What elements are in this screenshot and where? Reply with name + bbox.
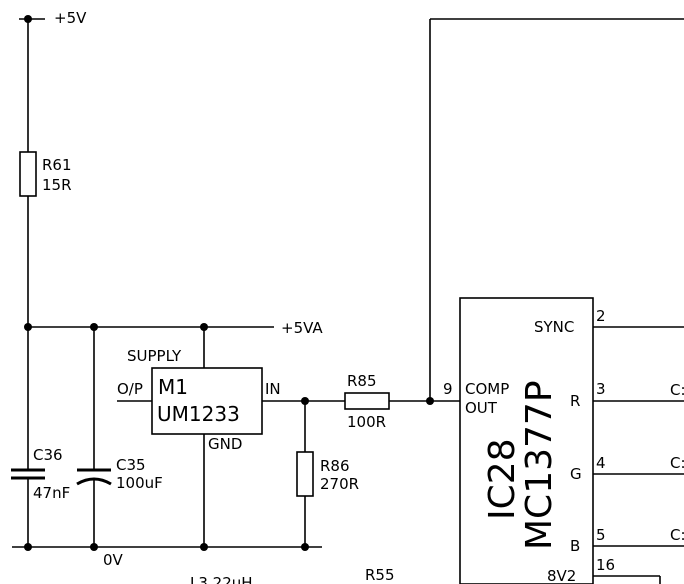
- ic28-b-label: B: [570, 537, 580, 555]
- vcc-a-label: +5VA: [281, 319, 323, 337]
- ic28-r-label: R: [570, 392, 580, 410]
- b-net-label: C:: [670, 526, 684, 544]
- r85-value: 100R: [347, 413, 386, 431]
- ic28-comp-label: COMP: [465, 380, 509, 398]
- resistor-r55-label: R55: [365, 566, 395, 584]
- ic28-ref: IC28: [482, 438, 523, 520]
- c36-ref: C36: [33, 446, 63, 464]
- ground-rail: 0V: [12, 543, 322, 569]
- vcc-label: +5V: [54, 9, 87, 27]
- ic28-out-label: OUT: [465, 399, 498, 417]
- g-net-label: C:: [670, 454, 684, 472]
- capacitor-c36: C36 47nF: [11, 327, 70, 547]
- vcc-rail: +5V: [19, 9, 87, 152]
- resistor-r85: R85 100R: [301, 372, 460, 431]
- r-net-label: C:: [670, 381, 684, 399]
- ground-label: 0V: [103, 551, 124, 569]
- capacitor-c35: C35 100uF: [76, 327, 163, 547]
- ic28-g-label: G: [570, 465, 582, 483]
- m1-op-pin: O/P: [117, 380, 143, 398]
- ic28-pin9-number: 9: [443, 380, 453, 398]
- inductor-l3-label: L3 22uH: [190, 574, 253, 584]
- m1-supply-pin: SUPPLY: [127, 347, 182, 365]
- r86-ref: R86: [320, 457, 350, 475]
- r61-ref: R61: [42, 156, 72, 174]
- ic-ic28: 9 COMP OUT 2 SYNC 3 R C: 4 G C: 5 B C: 1…: [443, 297, 684, 584]
- ic28-pin5-number: 5: [596, 526, 606, 544]
- resistor-r61: R61 15R: [19, 151, 72, 327]
- m1-part: UM1233: [157, 402, 240, 426]
- c35-value: 100uF: [116, 474, 163, 492]
- ic28-pin16-number: 16: [596, 556, 615, 574]
- ic28-sync-label: SYNC: [534, 318, 574, 336]
- resistor-r86: R86 270R: [296, 401, 359, 547]
- m1-in-pin: IN: [265, 380, 281, 398]
- ic28-8v2-label: 8V2: [547, 567, 576, 584]
- r61-value: 15R: [42, 176, 72, 194]
- sync-loop-wire: [429, 18, 684, 401]
- c35-ref: C35: [116, 456, 146, 474]
- r85-ref: R85: [347, 372, 377, 390]
- m1-gnd-pin: GND: [208, 435, 242, 453]
- ic28-pin4-number: 4: [596, 454, 606, 472]
- ic28-pin3-number: 3: [596, 380, 606, 398]
- r86-value: 270R: [320, 475, 359, 493]
- m1-ref: M1: [158, 375, 188, 399]
- module-m1: SUPPLY O/P IN GND M1 UM1233: [117, 327, 345, 547]
- c36-value: 47nF: [33, 484, 70, 502]
- ic28-pin2-number: 2: [596, 307, 606, 325]
- vcc-a-rail: +5VA: [24, 319, 323, 337]
- ic28-part: MC1377P: [519, 380, 560, 550]
